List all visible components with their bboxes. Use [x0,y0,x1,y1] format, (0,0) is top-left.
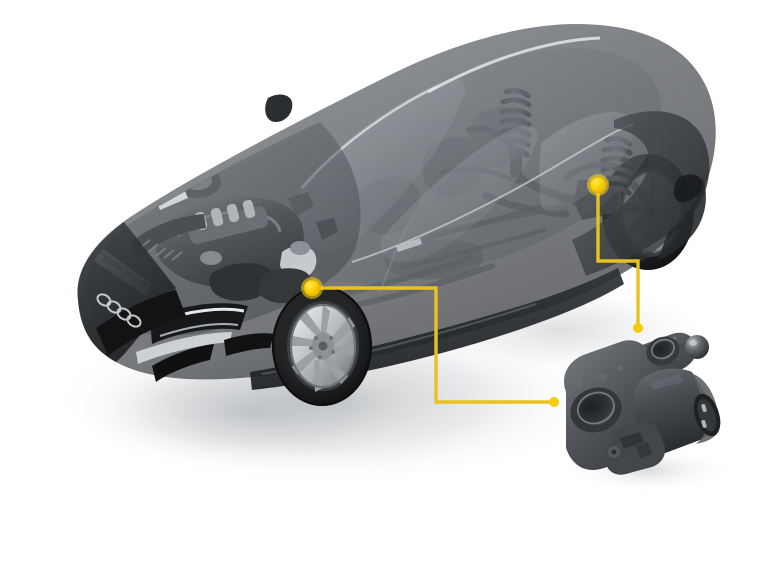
side-window-rear [539,112,634,212]
side-window-front [380,125,538,262]
lower-intake-left [152,344,214,382]
plug-connector [633,368,721,455]
battery-box [209,263,273,301]
callout-rear[interactable] [587,174,643,333]
oil-cap [200,251,222,265]
roof-rail [427,36,601,94]
door-handle [396,238,422,252]
rear-bumper [658,176,706,260]
sensor-embossing [576,365,623,387]
engine-bracket [288,192,314,216]
brand-rings-emblem [96,293,142,328]
drl-strip [136,332,232,364]
callout-rear-endpoint-dot [633,323,643,333]
upper-mounting-bore [646,336,680,366]
beltline-chrome [351,123,635,263]
rear-quarter [572,111,710,276]
lower-intake-right [224,333,274,356]
callout-layer [301,174,643,407]
vehicle-illustration [77,24,716,406]
callout-front[interactable] [301,277,559,407]
callout-front-line [312,286,554,404]
front-end [77,222,274,382]
ball-stud-joint [678,335,709,359]
callout-rear-line [596,185,640,328]
callout-front-endpoint-dot [549,397,559,407]
mounting-bracket [604,422,666,475]
lower-mounting-bore [570,387,622,433]
callout-rear-marker[interactable] [589,176,607,194]
taillight [673,174,703,203]
callout-front-marker[interactable] [303,279,321,297]
ride-height-level-sensor-part [562,332,734,494]
front-wheel [272,286,372,406]
side-mirror [265,94,293,122]
engine-bracket-2 [316,218,338,240]
